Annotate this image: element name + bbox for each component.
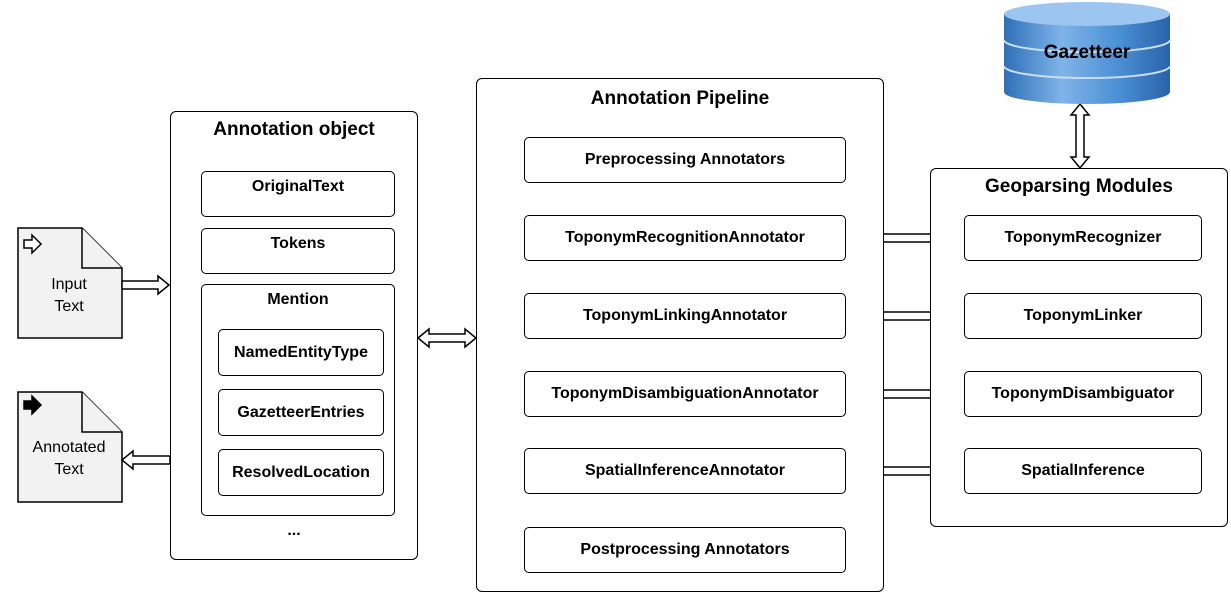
toponym-disambiguation-annotator-box: ToponymDisambiguationAnnotator xyxy=(524,371,846,417)
output-label-line2: Text xyxy=(54,461,84,478)
postprocessing-annotators-box: Postprocessing Annotators xyxy=(524,527,846,573)
input-document-label: Input Text xyxy=(14,274,124,318)
original-text-field: OriginalText xyxy=(201,171,395,217)
toponym-recognition-annotator-box: ToponymRecognitionAnnotator xyxy=(524,215,846,261)
gazetteer-label: Gazetteer xyxy=(1043,42,1131,63)
toponym-linker-box: ToponymLinker xyxy=(964,293,1202,339)
database-icon xyxy=(1003,2,1171,104)
toponym-recognizer-box: ToponymRecognizer xyxy=(964,215,1202,261)
toponym-disambiguator-box: ToponymDisambiguator xyxy=(964,371,1202,417)
input-label-line1: Input xyxy=(51,276,87,293)
more-fields-ellipsis: ... xyxy=(287,522,301,539)
annotation-pipeline-title: Annotation Pipeline xyxy=(590,88,770,109)
preprocessing-annotators-box: Preprocessing Annotators xyxy=(524,137,846,183)
resolved-location-field: ResolvedLocation xyxy=(218,449,384,496)
mention-group: Mention NamedEntityType GazetteerEntries… xyxy=(201,284,395,516)
annotation-object-panel: Annotation object OriginalText Tokens Me… xyxy=(170,111,418,560)
input-label-line2: Text xyxy=(54,298,84,315)
hollow-right-arrow-icon xyxy=(23,233,43,255)
gazetteer-modules-arrow xyxy=(1069,102,1091,170)
object-to-output-arrow xyxy=(120,449,171,471)
spatial-inference-annotator-box: SpatialInferenceAnnotator xyxy=(524,448,846,494)
spatial-inference-box: SpatialInference xyxy=(964,448,1202,494)
solid-right-arrow-icon xyxy=(23,394,43,416)
input-to-object-arrow xyxy=(121,274,171,296)
output-document-label: Annotated Text xyxy=(14,437,124,481)
output-label-line1: Annotated xyxy=(32,439,106,456)
tokens-field: Tokens xyxy=(201,228,395,274)
named-entity-type-field: NamedEntityType xyxy=(218,329,384,376)
toponym-linking-annotator-box: ToponymLinkingAnnotator xyxy=(524,293,846,339)
geoparsing-modules-title: Geoparsing Modules xyxy=(985,176,1173,197)
output-document-icon xyxy=(17,391,123,503)
input-document-icon xyxy=(17,227,123,339)
gazetteer-entries-field: GazetteerEntries xyxy=(218,389,384,436)
mention-title: Mention xyxy=(267,291,329,308)
object-pipeline-arrow xyxy=(416,327,478,349)
annotation-object-title: Annotation object xyxy=(213,119,375,140)
